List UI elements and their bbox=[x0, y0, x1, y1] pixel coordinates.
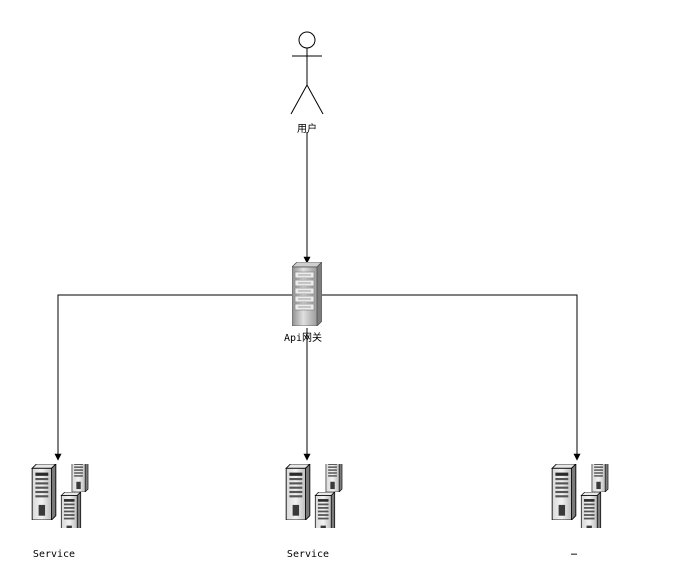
gateway-server-icon bbox=[292, 262, 322, 326]
user-actor-icon bbox=[290, 31, 324, 115]
gateway-label: Api网关 bbox=[283, 333, 323, 344]
service-cluster-icon bbox=[552, 454, 608, 538]
service-label: Service bbox=[32, 549, 76, 560]
gateway-to-service-right-arrow bbox=[322, 294, 581, 461]
user-label: 用户 bbox=[297, 124, 317, 135]
service-label: … bbox=[570, 547, 578, 558]
connectors bbox=[54, 132, 581, 461]
gateway-to-service-left-arrow bbox=[54, 294, 292, 461]
service-label: Service bbox=[286, 549, 330, 560]
service-cluster-icon bbox=[32, 454, 88, 538]
service-cluster-icon bbox=[286, 454, 342, 538]
